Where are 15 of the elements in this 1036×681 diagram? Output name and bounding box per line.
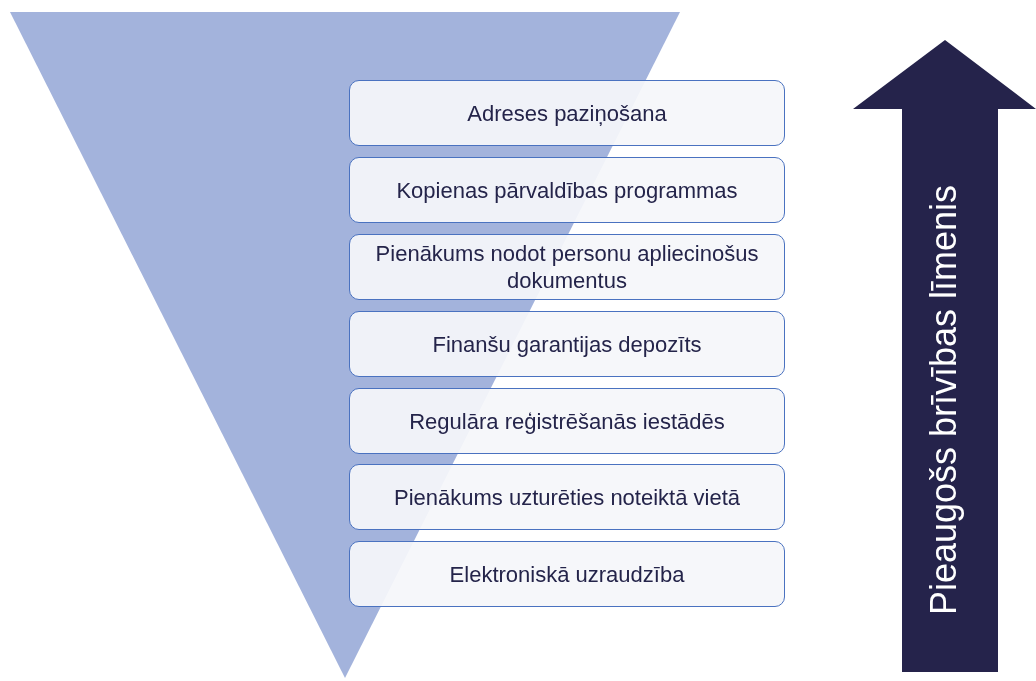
measure-label: Finanšu garantijas depozīts bbox=[431, 330, 703, 358]
measure-box bbox=[349, 157, 785, 223]
measure-label: Adreses paziņošana bbox=[466, 99, 668, 127]
measure-box bbox=[349, 311, 785, 377]
measure-label: Regulāra reģistrēšanās iestādēs bbox=[408, 407, 726, 435]
measure-box bbox=[349, 388, 785, 454]
arrow-label: Pieaugošs brīvības līmenis bbox=[923, 184, 965, 616]
measure-box bbox=[349, 541, 785, 607]
measure-label: Kopienas pārvaldības programmas bbox=[395, 176, 739, 204]
measure-box bbox=[349, 80, 785, 146]
measure-label: Elektroniskā uzraudzība bbox=[448, 560, 686, 588]
measure-label: Pienākums uzturēties noteiktā vietā bbox=[392, 483, 742, 511]
measure-label: Pienākums nodot personu apliecinošus dokumentus bbox=[374, 240, 760, 294]
measure-box bbox=[349, 234, 785, 300]
measure-box bbox=[349, 464, 785, 530]
